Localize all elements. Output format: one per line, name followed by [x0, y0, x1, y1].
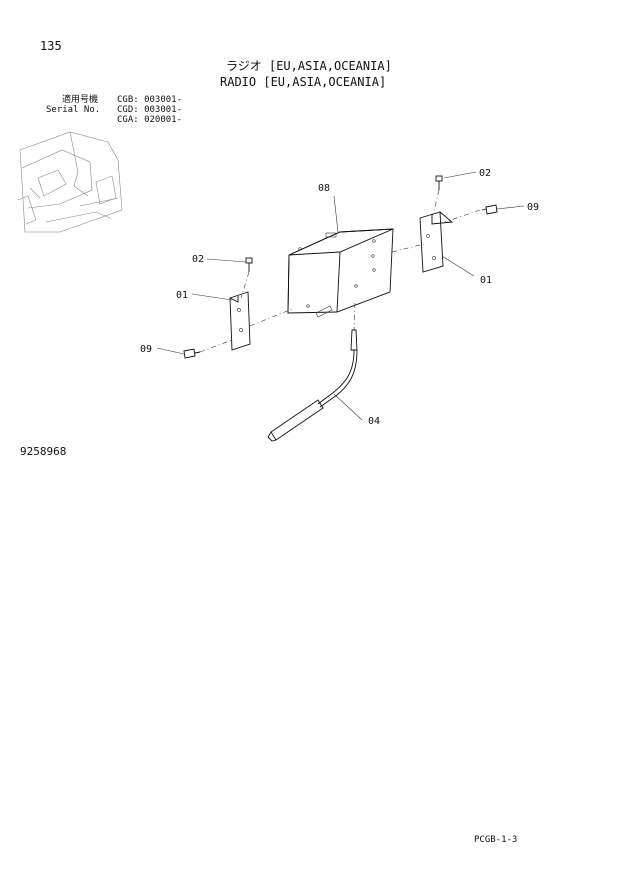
drawing-number: 9258968 — [20, 445, 67, 458]
screw-left — [245, 257, 253, 272]
callout-screw-right: 02 — [479, 168, 491, 179]
page-code: PCGB-1-3 — [474, 835, 518, 845]
serial-label-japanese: 適用号機 — [62, 95, 99, 105]
title-english: RADIO [EU,ASIA,OCEANIA] — [220, 75, 387, 89]
radio-unit — [287, 228, 394, 318]
screw-right — [435, 175, 443, 190]
cab-locator-sketch — [17, 131, 123, 233]
callout-screw-left: 02 — [192, 254, 204, 265]
serial-label-english: Serial No. — [46, 105, 101, 115]
callout-bolt-right: 09 — [527, 202, 539, 213]
callout-bracket-right: 01 — [480, 275, 492, 286]
callout-antenna-cable: 04 — [368, 416, 380, 427]
bracket-right — [419, 211, 454, 273]
bolt-right — [481, 204, 498, 215]
callout-radio: 08 — [318, 183, 330, 194]
antenna-cable — [267, 329, 358, 442]
leader-lines — [156, 171, 525, 421]
serial-range-cgb: CGB: 003001- — [117, 95, 183, 105]
title-japanese: ラジオ [EU,ASIA,OCEANIA] — [226, 59, 392, 73]
bracket-left — [229, 291, 251, 351]
serial-range-cga: CGA: 020001- — [117, 115, 183, 125]
callout-bracket-left: 01 — [176, 290, 188, 301]
callout-bolt-left: 09 — [140, 344, 152, 355]
page-number: 135 — [40, 39, 62, 53]
serial-range-cgd: CGD: 003001- — [117, 105, 183, 115]
bolt-left — [183, 348, 201, 359]
